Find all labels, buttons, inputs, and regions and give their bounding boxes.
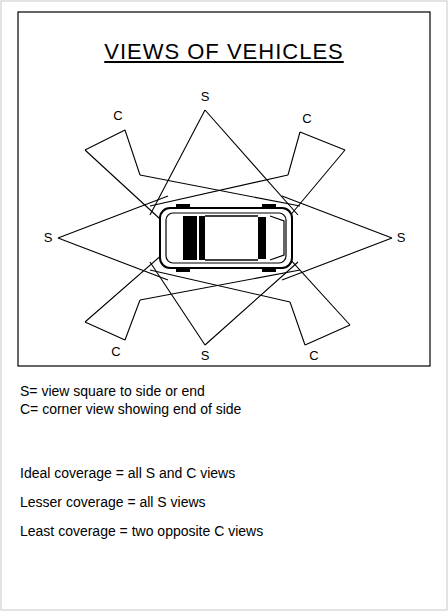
view-label: C [307, 349, 320, 363]
diagram-frame [18, 12, 430, 366]
view-label: S [199, 349, 212, 363]
view-label: C [300, 112, 313, 126]
view-lines [58, 110, 392, 345]
view-label: C [111, 109, 124, 123]
coverage-note: Ideal coverage = all S and C views [20, 466, 235, 481]
key-note: C= corner view showing end of side [20, 402, 241, 417]
coverage-note: Lesser coverage = all S views [20, 495, 206, 510]
key-note: S= view square to side or end [20, 384, 205, 399]
view-label: S [199, 90, 212, 104]
view-label: S [42, 231, 55, 245]
coverage-note: Least coverage = two opposite C views [20, 524, 263, 539]
view-label: S [395, 231, 408, 245]
view-label: C [109, 345, 122, 359]
car-top-view [160, 204, 292, 272]
diagram-title: VIEWS OF VEHICLES [104, 40, 344, 64]
